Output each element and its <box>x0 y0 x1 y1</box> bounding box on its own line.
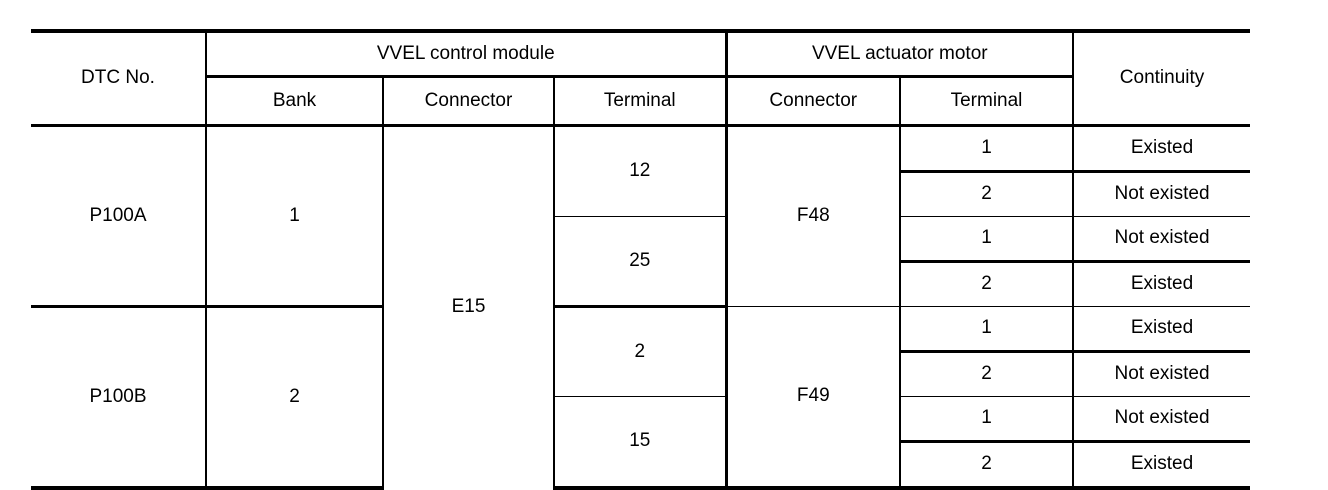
cell-module-terminal: 15 <box>552 396 727 490</box>
table-body: P100A 1 E15 12 F48 1 Existed 2 Not exist… <box>31 125 1251 490</box>
cell-motor-connector: F49 <box>724 306 901 490</box>
header-group-row: DTC No. VVEL control module VVEL actuato… <box>31 29 1251 127</box>
cell-motor-terminal: 2 <box>899 261 1074 307</box>
table-row: 25 1 Not existed <box>31 216 1251 308</box>
cell-continuity: Existed <box>1072 441 1251 490</box>
cell-module-connector: E15 <box>382 125 554 488</box>
header-group-vvel-control-module: VVEL control module <box>204 29 727 78</box>
document-page: DTC No. VVEL control module VVEL actuato… <box>31 29 1251 490</box>
table-header: DTC No. VVEL control module VVEL actuato… <box>31 29 1251 127</box>
cell-bank: 1 <box>205 125 383 308</box>
cell-module-terminal: 2 <box>552 306 727 397</box>
table-row: 2 Not existed <box>31 351 1251 397</box>
cell-motor-terminal: 1 <box>899 216 1074 263</box>
header-continuity: Continuity <box>1072 29 1251 127</box>
cell-continuity: Existed <box>1072 306 1251 353</box>
cell-module-terminal: 12 <box>552 125 727 217</box>
cell-motor-terminal: 2 <box>899 171 1074 217</box>
cell-continuity: Existed <box>1072 261 1251 307</box>
table-row: P100A 1 E15 12 F48 1 Existed <box>31 125 1251 488</box>
header-sub-row: Bank Connector Terminal Connector Termin… <box>31 76 1250 127</box>
table-row: 2 Existed <box>31 261 1251 307</box>
cell-continuity: Not existed <box>1072 216 1251 263</box>
table-row: P100B 2 2 F49 1 Existed <box>31 306 1251 490</box>
header-motor-terminal: Terminal <box>899 76 1074 127</box>
cell-motor-terminal: 1 <box>899 306 1074 353</box>
cell-motor-terminal: 2 <box>899 441 1074 490</box>
cell-dtc-no: P100A <box>31 125 206 308</box>
cell-continuity: Not existed <box>1072 396 1251 443</box>
cell-bank: 2 <box>205 306 383 490</box>
cell-motor-terminal: 1 <box>899 125 1074 173</box>
cell-continuity: Existed <box>1072 125 1251 173</box>
continuity-inspection-table: DTC No. VVEL control module VVEL actuato… <box>31 29 1251 490</box>
header-group-vvel-actuator-motor: VVEL actuator motor <box>724 29 1074 78</box>
cell-module-terminal: 25 <box>552 216 727 308</box>
cell-continuity: Not existed <box>1072 351 1251 397</box>
cell-motor-terminal: 2 <box>899 351 1074 397</box>
header-motor-connector: Connector <box>724 76 901 127</box>
header-module-connector: Connector <box>382 76 554 127</box>
cell-motor-connector: F48 <box>724 125 901 307</box>
header-dtc-no: DTC No. <box>31 29 206 127</box>
header-module-terminal: Terminal <box>552 76 727 127</box>
cell-motor-terminal: 1 <box>899 396 1074 443</box>
cell-continuity: Not existed <box>1072 171 1251 217</box>
cell-dtc-no: P100B <box>31 306 206 490</box>
header-bank: Bank <box>205 76 383 127</box>
table-row: 2 Not existed <box>31 171 1251 217</box>
